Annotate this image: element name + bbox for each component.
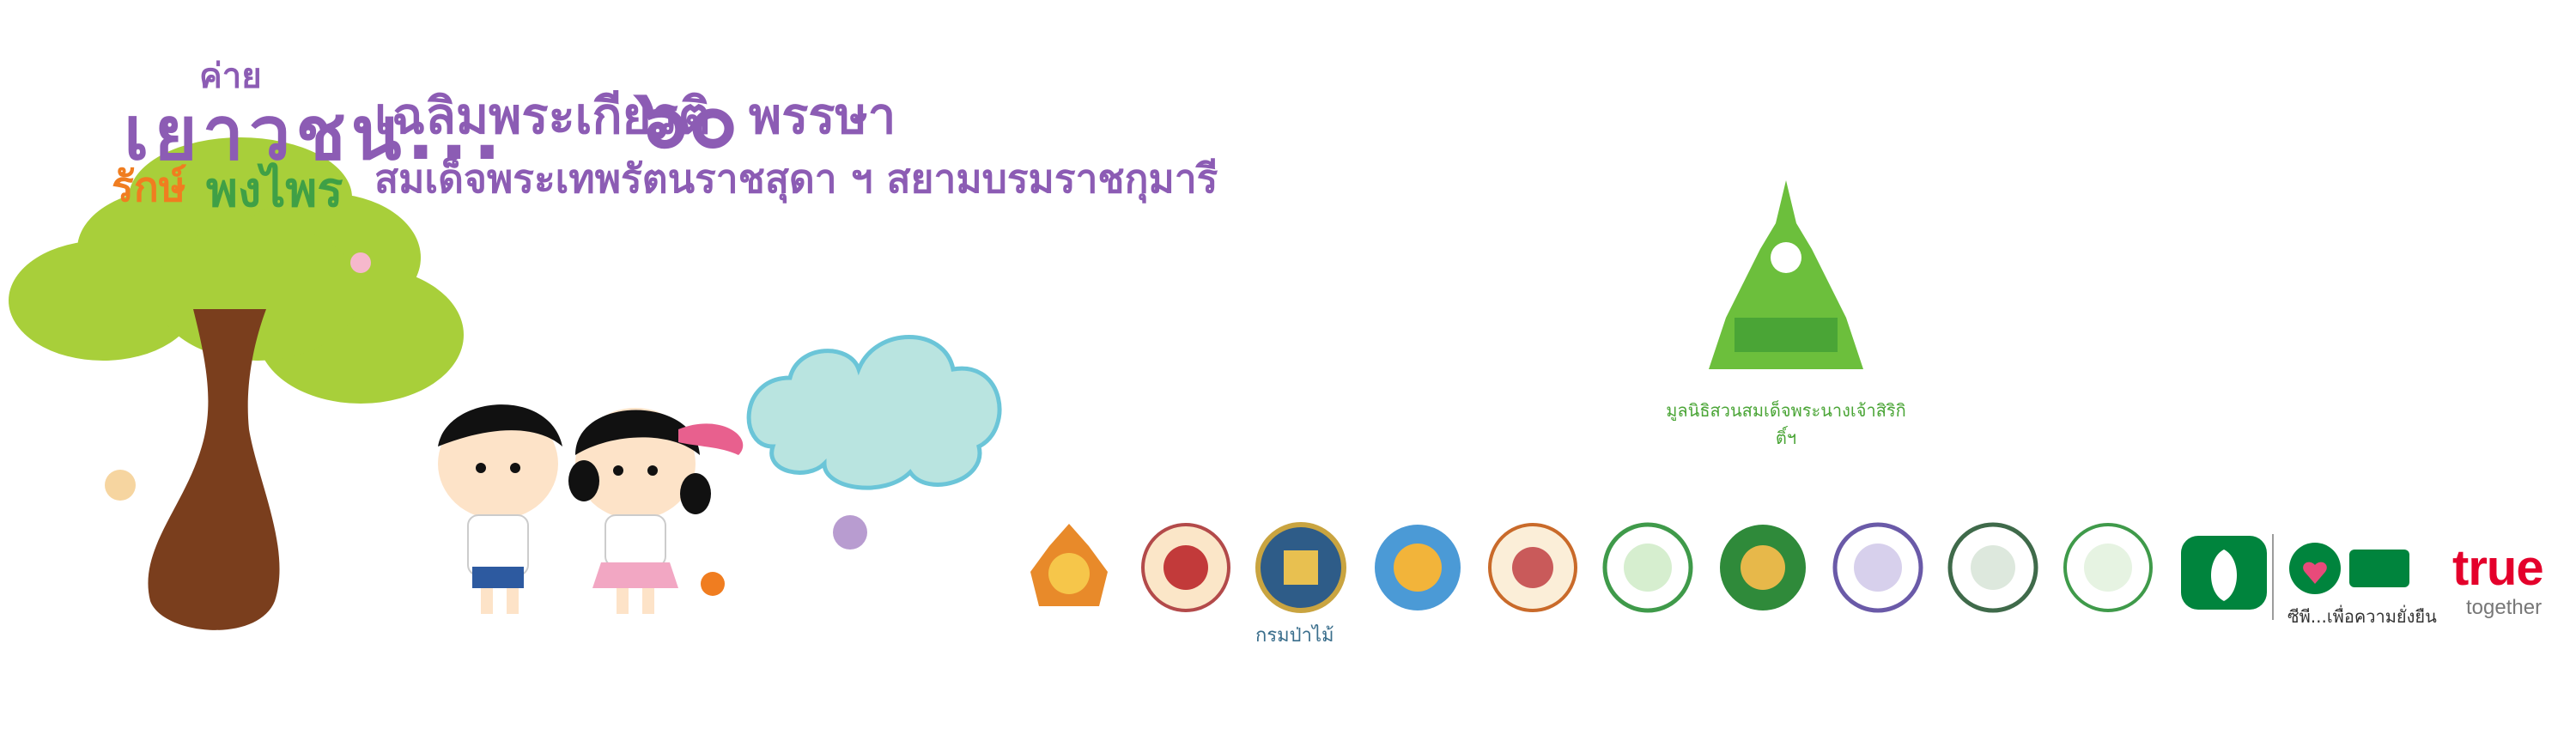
cloud-shape [746,335,1002,490]
partner-seal-3-icon [1488,523,1577,612]
partner-seal-5-icon [1720,525,1806,610]
flower-icon [105,252,867,596]
title-camp: ค่าย [199,57,262,96]
title-conserve: รักษ์ [112,163,186,211]
title-years: พรรษา [749,87,896,145]
partner-seal-8-icon [2063,523,2153,612]
education-ministry-emblem-icon [1030,524,1108,606]
foundation-name: มูลนิธิสวนสมเด็จพระนางเจ้าสิริกิติ์ฯ [1666,400,1906,448]
title-celebrate: เฉลิมพระเกียรติ [374,87,711,145]
partner-seal-7-icon [1947,522,2038,613]
partner-seal-6-icon [1832,522,1923,613]
tree-trunk [148,309,280,630]
kids-illustration [438,404,744,614]
tree-foliage [9,137,464,404]
partner-seal-1-icon [1141,523,1230,612]
forest-department-emblem-icon [1255,522,1346,613]
foundation-emblem-icon [1709,180,1863,369]
title-forest: พงไพร [206,162,343,218]
forest-department-caption: กรมป่าไม้ [1255,625,1334,647]
cp-slogan: ซีพี...เพื่อความยั่งยืน [2287,606,2437,627]
true-logo: true [2452,540,2544,596]
sponsor-divider [2272,534,2274,620]
cp-group-logo-icon [2181,536,2267,610]
partner-seal-4-icon [1602,522,1693,613]
title-princess: สมเด็จพระเทพรัตนราชสุดา ฯ สยามบรมราชกุมา… [374,155,1218,202]
true-tagline: together [2466,596,2543,619]
cp-sustainability-logo-icon [2289,543,2409,594]
title-youth: เยาวชน... [124,91,507,177]
title-number: ๖๐ [635,70,738,167]
banner-illustration [9,137,1002,630]
partner-seal-2-icon [1375,525,1461,610]
